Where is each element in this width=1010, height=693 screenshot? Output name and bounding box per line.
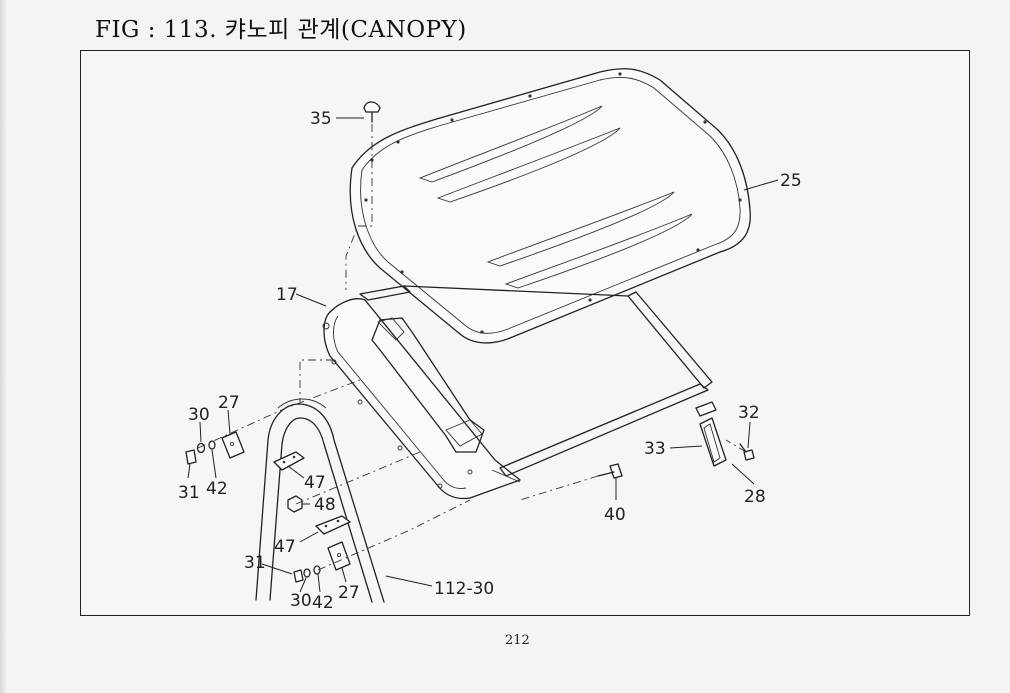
callout-17: 17 [276, 285, 298, 305]
bracket-part-47-upper [273, 451, 305, 471]
callout-32: 32 [738, 403, 760, 423]
callout-47-lower: 47 [274, 537, 296, 557]
hardware-lower-left [293, 565, 321, 583]
callout-27-upper: 27 [218, 393, 240, 413]
leader-lines [187, 117, 779, 593]
page-number: 212 [505, 633, 530, 648]
callout-28: 28 [744, 487, 766, 507]
roll-bar-part-112-30 [255, 398, 385, 603]
callout-31-upper: 31 [178, 483, 200, 503]
bolt-part-32 [739, 443, 755, 461]
callout-48: 48 [314, 495, 336, 515]
grab-handle-part-33 [695, 401, 727, 467]
callout-40: 40 [604, 505, 626, 525]
plate-part-27-upper [221, 431, 245, 459]
canopy-frame-part-17 [322, 285, 713, 500]
bolt-part-40 [597, 463, 623, 479]
callout-25: 25 [780, 171, 802, 191]
callout-30-lower: 30 [290, 591, 312, 611]
bolt-part-35 [363, 101, 381, 123]
callout-112-30: 112-30 [434, 579, 494, 599]
canopy-roof-part-25 [349, 68, 751, 344]
callout-33: 33 [644, 439, 666, 459]
callout-27-lower: 27 [338, 583, 360, 603]
plate-part-27-lower [327, 541, 351, 571]
scan-edge-shadow [0, 0, 7, 693]
nut-part-48 [287, 495, 303, 513]
callout-42-upper: 42 [206, 479, 228, 499]
page-title: FIG : 113. 캬노피 관계(CANOPY) [95, 17, 467, 43]
callout-30-upper: 30 [188, 405, 210, 425]
callout-31-lower: 31 [244, 553, 266, 573]
bracket-part-47-lower [315, 515, 351, 535]
assembly-lines [197, 124, 747, 571]
callout-35: 35 [310, 109, 332, 129]
callout-47-upper: 47 [304, 473, 326, 493]
hardware-upper-left [185, 440, 216, 465]
callout-42-lower: 42 [312, 593, 334, 613]
